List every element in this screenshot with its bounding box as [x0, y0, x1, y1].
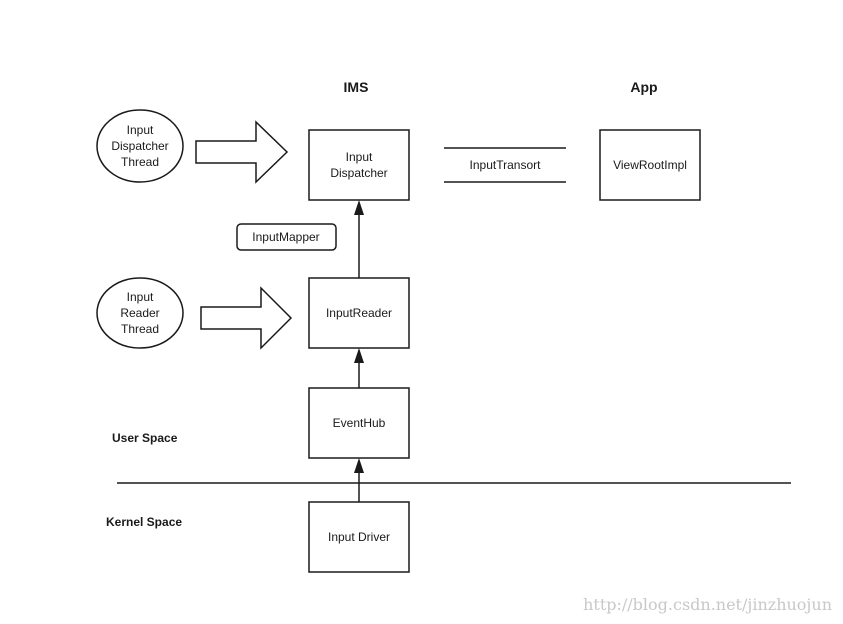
dispatcher-block-arrow — [195, 120, 289, 184]
input-dispatcher-label-line2: Dispatcher — [330, 166, 387, 180]
input-transport-connector: InputTransort — [444, 147, 566, 183]
reader-thread-label-line3: Thread — [121, 322, 159, 336]
eventhub-to-reader-arrowhead — [354, 348, 364, 363]
app-header: App — [630, 79, 657, 95]
view-root-impl-node: ViewRootImpl — [599, 129, 701, 201]
input-driver-box — [308, 501, 410, 573]
input-dispatcher-label-line1: Input — [346, 150, 373, 164]
event-hub-node: EventHub — [308, 387, 410, 459]
event-hub-box — [308, 387, 410, 459]
reader-to-dispatcher-arrowhead — [354, 200, 364, 215]
dispatcher-thread-node: Input Dispatcher Thread — [96, 109, 184, 183]
input-dispatcher-node: Input Dispatcher — [308, 129, 410, 201]
driver-to-eventhub-arrowhead — [354, 458, 364, 473]
dispatcher-thread-label-line3: Thread — [121, 155, 159, 169]
dispatcher-thread-label-line2: Dispatcher — [111, 139, 168, 153]
reader-thread-label-line2: Reader — [120, 306, 159, 320]
view-root-impl-box — [599, 129, 701, 201]
ims-header: IMS — [344, 79, 369, 95]
dispatcher-thread-label-line1: Input — [127, 123, 154, 137]
reader-thread-label-line1: Input — [127, 290, 154, 304]
input-driver-node: Input Driver — [308, 501, 410, 573]
input-mapper-node: InputMapper — [236, 223, 337, 251]
input-mapper-box — [236, 223, 337, 251]
event-hub-label: EventHub — [333, 416, 386, 430]
input-transport-label: InputTransort — [470, 158, 542, 172]
reader-thread-ellipse — [96, 277, 184, 349]
reader-thread-node: Input Reader Thread — [96, 277, 184, 349]
view-root-impl-label: ViewRootImpl — [613, 158, 687, 172]
user-space-label: User Space — [112, 431, 178, 445]
input-driver-label: Input Driver — [328, 530, 390, 544]
input-reader-node: InputReader — [308, 277, 410, 349]
dispatcher-thread-ellipse — [96, 109, 184, 183]
input-reader-box — [308, 277, 410, 349]
input-dispatcher-box — [308, 129, 410, 201]
watermark-text: http://blog.csdn.net/jinzhuojun — [583, 595, 832, 614]
input-mapper-label: InputMapper — [252, 230, 319, 244]
input-reader-label: InputReader — [326, 306, 392, 320]
reader-block-arrow — [200, 286, 293, 350]
kernel-space-label: Kernel Space — [106, 515, 182, 529]
